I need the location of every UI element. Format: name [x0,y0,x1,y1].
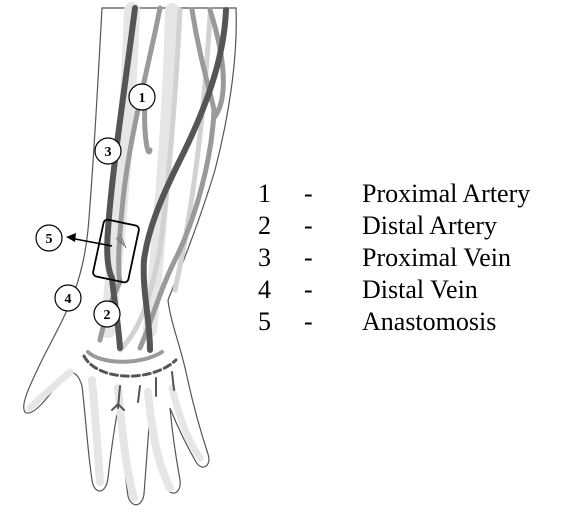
legend-row-4: 4-Distal Vein [258,274,530,306]
legend-number: 4 [258,274,304,306]
marker-4: 4 [55,285,81,311]
legend-separator: - [304,274,362,306]
svg-text:3: 3 [105,145,112,160]
legend-separator: - [304,242,362,274]
legend-row-3: 3-Proximal Vein [258,242,530,274]
svg-text:4: 4 [65,292,72,307]
legend-text: Proximal Artery [362,178,530,210]
svg-text:2: 2 [104,308,111,323]
legend-text: Proximal Vein [362,242,511,274]
marker-2: 2 [94,301,120,327]
legend-text: Distal Vein [362,274,478,306]
svg-text:1: 1 [139,91,146,106]
marker-3: 3 [95,138,121,164]
legend-number: 5 [258,306,304,338]
legend-separator: - [304,178,362,210]
legend-row-5: 5-Anastomosis [258,306,530,338]
legend-number: 2 [258,210,304,242]
legend-number: 3 [258,242,304,274]
legend: 1-Proximal Artery 2-Distal Artery 3-Prox… [258,178,530,338]
legend-row-2: 2-Distal Artery [258,210,530,242]
legend-text: Anastomosis [362,306,496,338]
legend-text: Distal Artery [362,210,497,242]
marker-5: 5 [36,225,62,251]
legend-row-1: 1-Proximal Artery [258,178,530,210]
legend-separator: - [304,306,362,338]
svg-text:5: 5 [46,232,53,247]
legend-separator: - [304,210,362,242]
marker-1: 1 [129,84,155,110]
legend-number: 1 [258,178,304,210]
